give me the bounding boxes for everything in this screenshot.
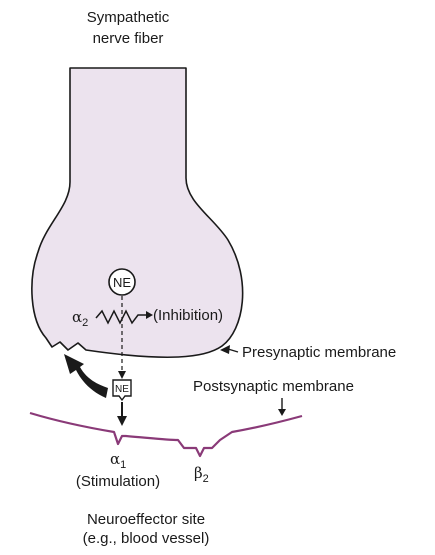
postsynaptic-membrane-label: Postsynaptic membrane bbox=[193, 378, 354, 395]
fiber-label-line1: Sympathetic bbox=[87, 9, 170, 26]
feedback-arrow bbox=[64, 354, 108, 398]
presynaptic-arrowhead bbox=[220, 345, 230, 354]
neuroeffector-label-line2: (e.g., blood vessel) bbox=[83, 530, 210, 547]
inhibition-zigzag bbox=[95, 309, 146, 325]
inhibition-label: (Inhibition) bbox=[153, 307, 223, 324]
postsynaptic-membrane bbox=[29, 411, 303, 458]
stimulation-arrowhead bbox=[117, 416, 127, 426]
stimulation-label: (Stimulation) bbox=[76, 473, 160, 490]
postsynaptic-arrowhead bbox=[278, 409, 286, 416]
beta2-receptor-label: β2 bbox=[194, 464, 209, 485]
inhibition-arrowhead bbox=[146, 311, 153, 319]
ne-vesicle-label: NE bbox=[113, 275, 131, 290]
alpha2-receptor-label: α2 bbox=[72, 308, 88, 329]
fiber-label-line2: nerve fiber bbox=[93, 30, 164, 47]
alpha1-receptor-label: α1 bbox=[110, 450, 126, 471]
nerve-terminal bbox=[31, 67, 244, 359]
presynaptic-membrane-label: Presynaptic membrane bbox=[242, 344, 396, 361]
presynaptic-arrow-shaft bbox=[227, 348, 239, 353]
neuroeffector-label-line1: Neuroeffector site bbox=[87, 511, 205, 528]
ne-released-label: NE bbox=[115, 384, 129, 395]
ne-vesicle-circle bbox=[108, 268, 136, 296]
ne-released-box bbox=[112, 379, 132, 402]
release-arrowhead bbox=[118, 371, 126, 379]
